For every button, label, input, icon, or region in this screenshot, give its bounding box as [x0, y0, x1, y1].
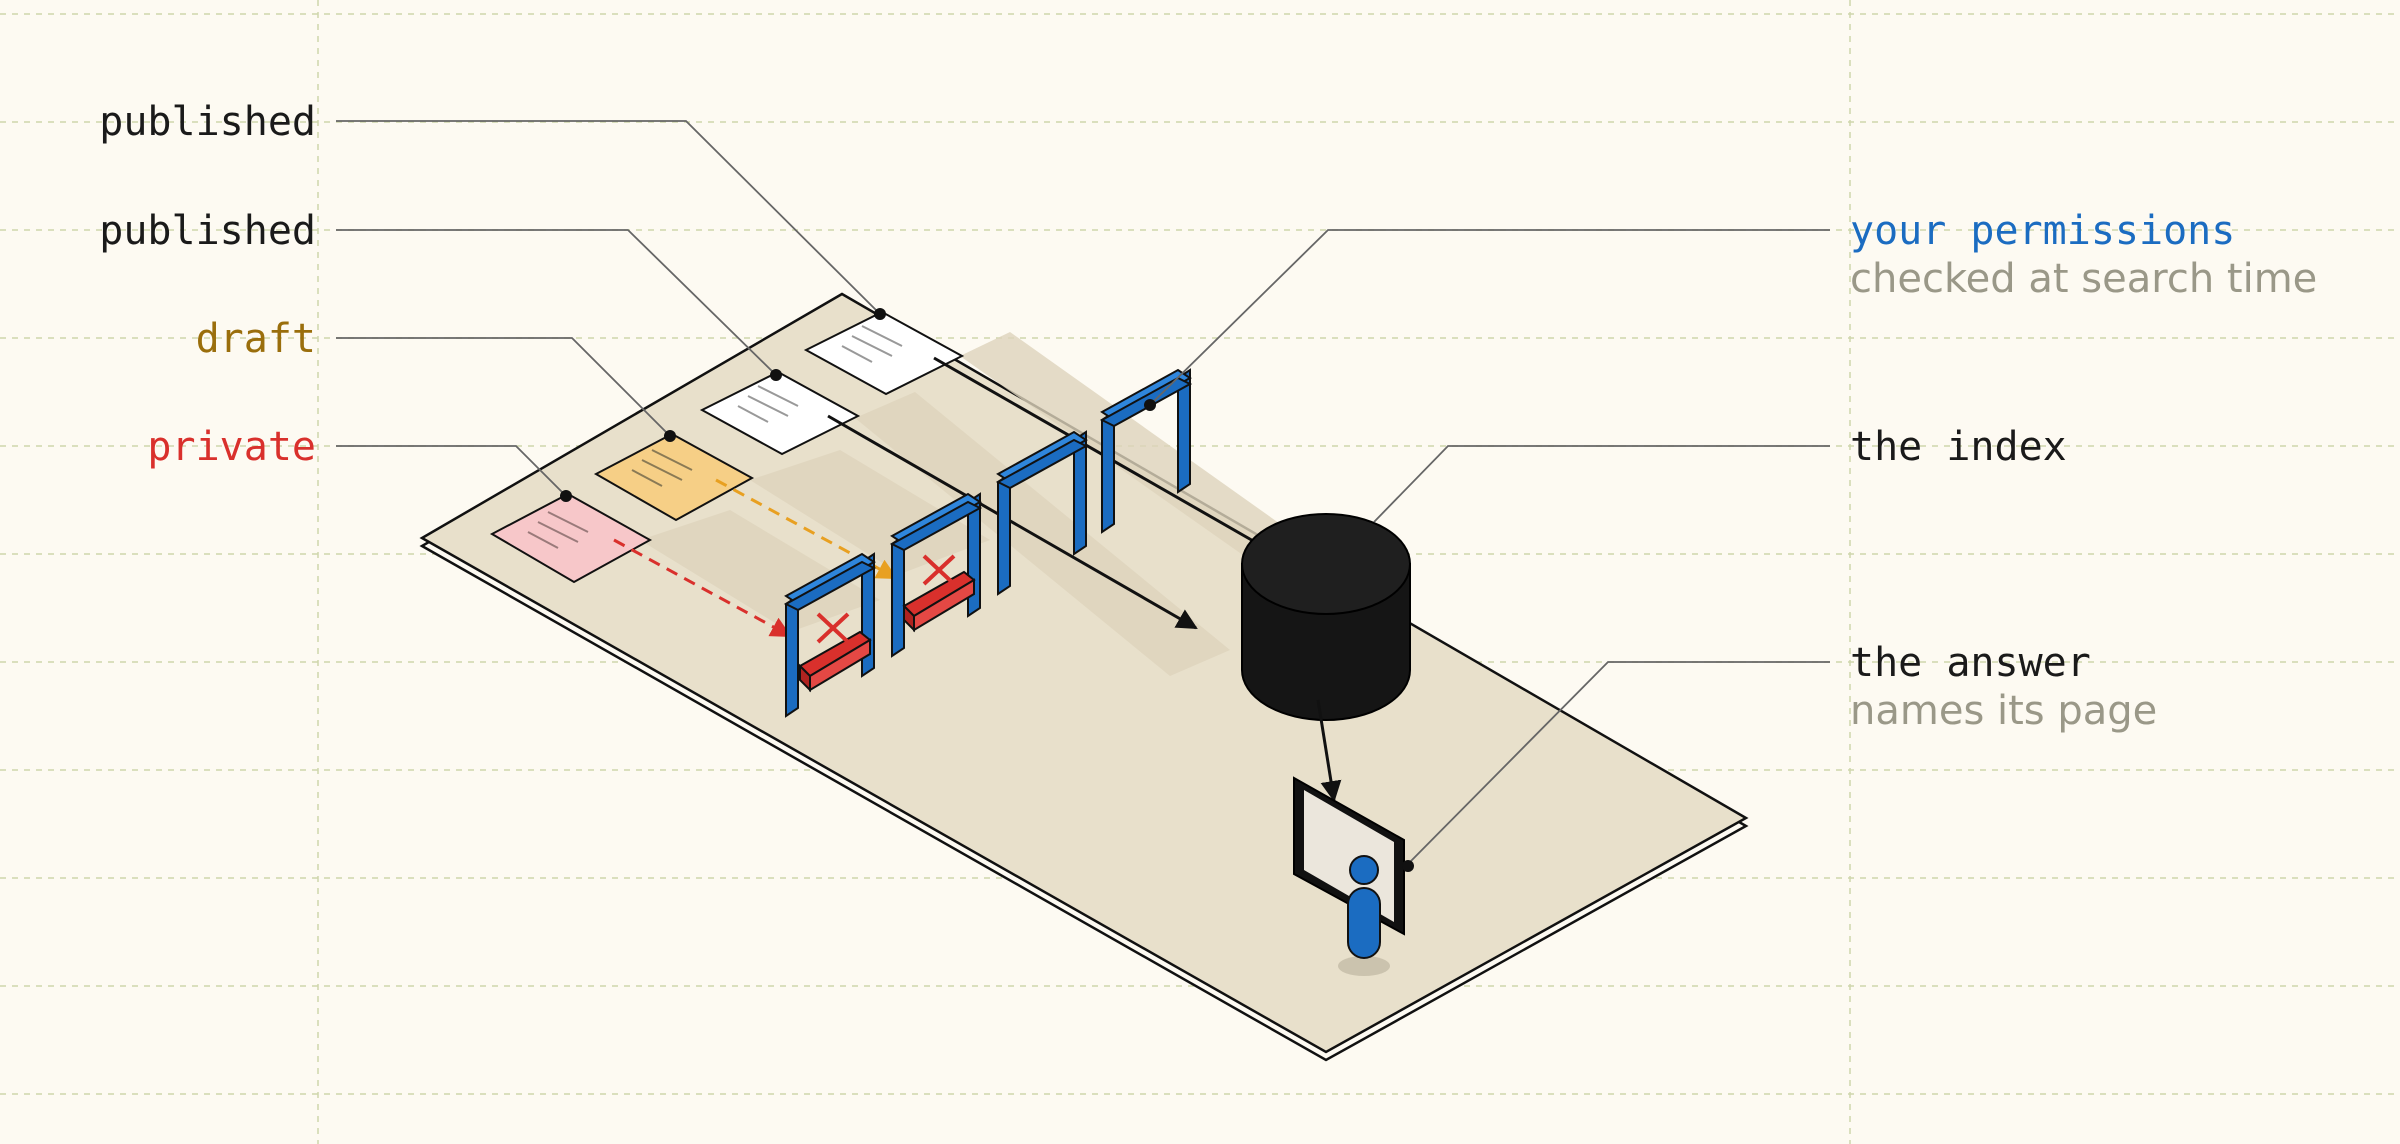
user-icon	[1338, 855, 1390, 976]
leader-lines	[336, 120, 1830, 865]
label-index-title: the index	[1850, 424, 2067, 470]
label-private: private	[147, 424, 316, 470]
gate-2	[889, 492, 983, 658]
label-permissions-title: your permissions	[1850, 208, 2235, 254]
gate-1	[783, 552, 877, 718]
doc-private	[489, 492, 653, 584]
leader-dots	[560, 308, 1414, 872]
doc-draft	[593, 432, 755, 522]
flow-arrows	[613, 356, 1263, 638]
doc-published-2	[699, 370, 861, 456]
label-draft: draft	[196, 316, 316, 362]
label-answer-title: the answer	[1850, 640, 2091, 686]
index-to-answer-arrow	[1316, 699, 1342, 803]
label-published-2: published	[99, 208, 316, 254]
label-permissions-subtitle: checked at search time	[1850, 256, 2317, 302]
label-answer-subtitle: names its page	[1850, 688, 2157, 734]
label-published-1: published	[99, 99, 316, 145]
platform	[419, 292, 1749, 1062]
index-cylinder	[1241, 513, 1411, 721]
doc-published-1	[803, 310, 965, 396]
gate-3	[995, 430, 1089, 596]
